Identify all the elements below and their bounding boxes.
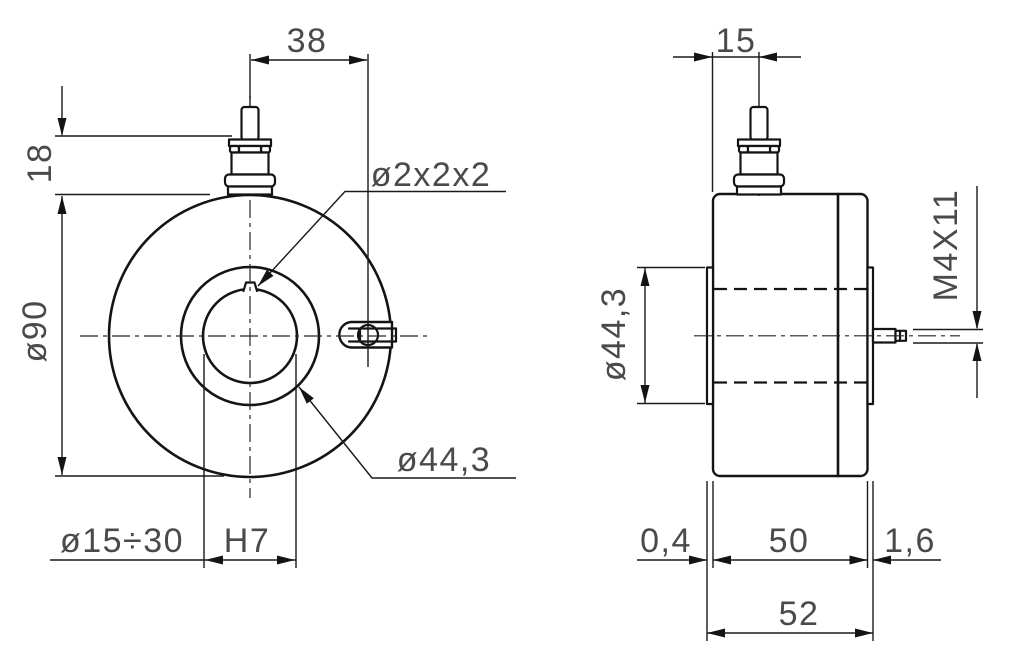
dimension-38: 38 [249, 22, 367, 98]
cable-gland-front [223, 94, 277, 198]
dimension-outer-diameter: ø90 [16, 196, 224, 477]
dimension-bore: ø15÷30 H7 [50, 354, 297, 568]
thread-label: M4X11 [927, 189, 965, 302]
dimension-15: 15 [673, 22, 801, 192]
dim-52-label: 52 [779, 595, 820, 633]
bore-range-label: ø15÷30 [60, 522, 184, 560]
dimension-chain-length: 0,4 50 1,6 [637, 481, 941, 641]
dim-50-label: 50 [769, 522, 810, 560]
dimension-shaft-thread: M4X11 [913, 186, 983, 398]
front-view: 38 18 ø90 ø2x2x2 ø44,3 [16, 22, 516, 568]
dim-18-label: 18 [21, 143, 59, 184]
housing-body [711, 192, 869, 478]
dim-15-label: 15 [716, 22, 757, 60]
callout-boss-diameter: ø44,3 [298, 386, 516, 479]
dim-o44-side-label: ø44,3 [595, 287, 633, 381]
bore-fit-label: H7 [224, 522, 270, 560]
dimension-52: 52 [707, 595, 873, 638]
side-view: 15 ø44,3 M4X11 [595, 22, 983, 641]
dimension-boss-diameter-side: ø44,3 [595, 266, 705, 405]
keyway-label: ø2x2x2 [371, 156, 492, 194]
dim-o90-label: ø90 [16, 299, 54, 362]
dim-16-label: 1,6 [884, 522, 936, 560]
callout-keyway: ø2x2x2 [257, 156, 506, 287]
dim-38-label: 38 [287, 22, 328, 60]
boss-dia-label: ø44,3 [397, 441, 491, 479]
dim-04-label: 0,4 [640, 522, 692, 560]
keyway-notch [243, 282, 257, 291]
cable-gland-side [732, 94, 786, 198]
dimension-18: 18 [21, 86, 232, 196]
